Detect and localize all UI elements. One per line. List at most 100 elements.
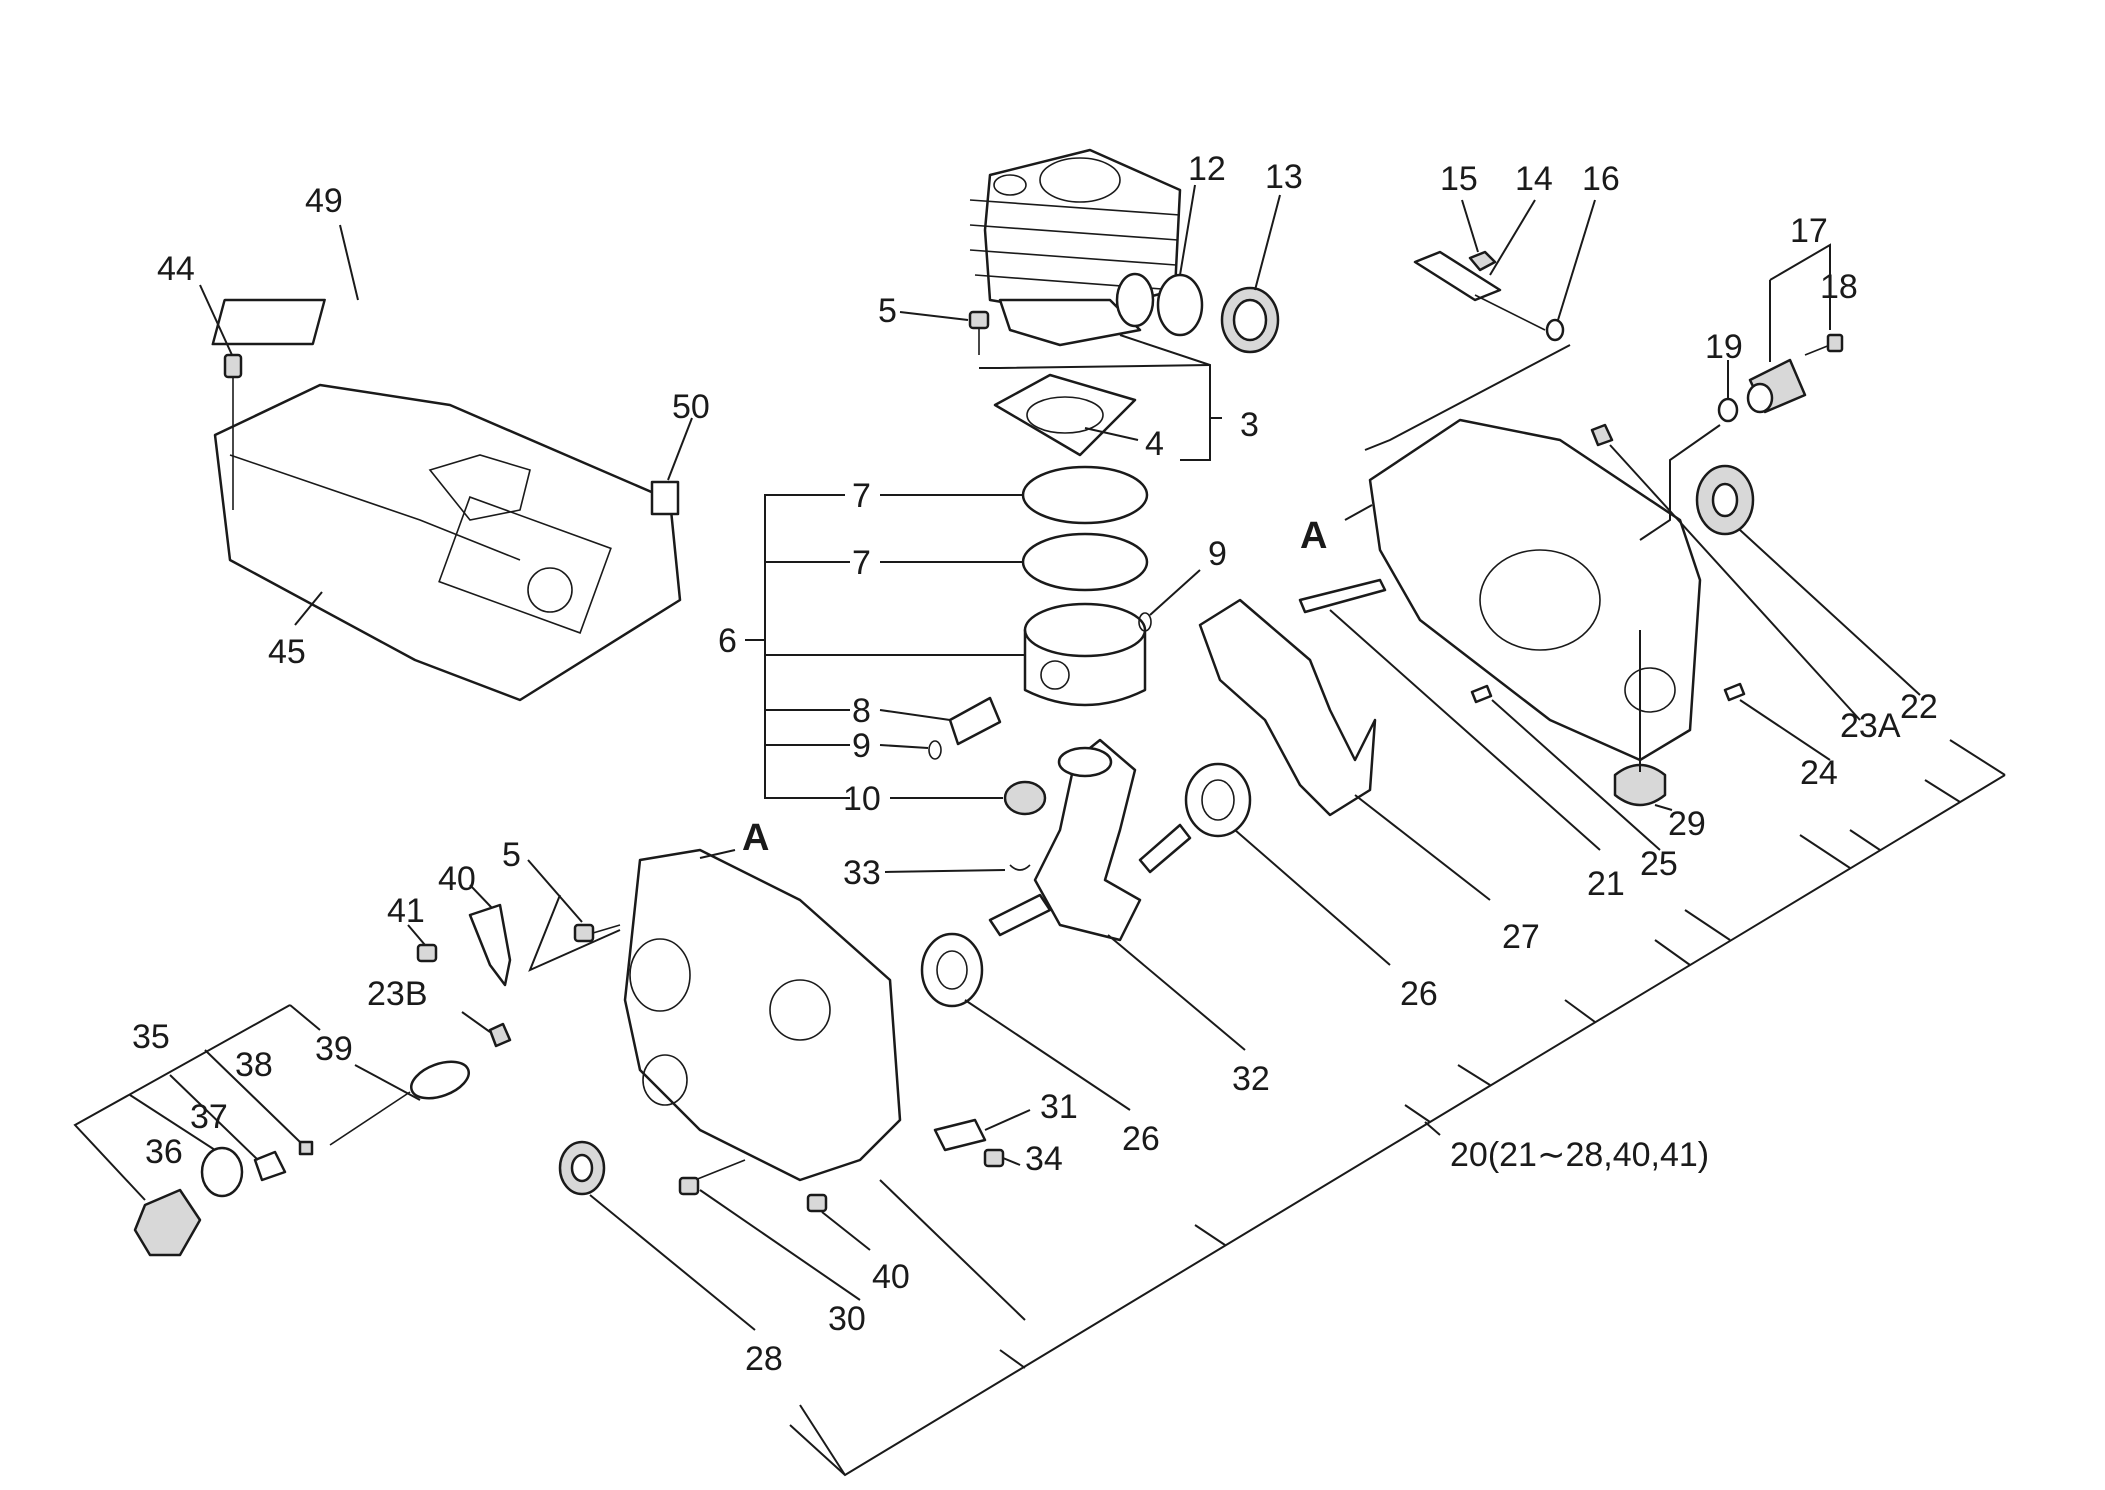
circlip-right-part: [1138, 612, 1152, 632]
label-15: 15: [1440, 160, 1478, 198]
label-36: 36: [145, 1133, 183, 1171]
label-50: 50: [672, 388, 710, 426]
mark-a-left: A: [742, 817, 769, 859]
chain-adjuster-part: [1413, 250, 1546, 331]
chain-catcher-part: [468, 903, 512, 987]
adjuster-pin-part: [1545, 318, 1565, 342]
oil-pickup-part: [329, 1060, 470, 1146]
o-ring-part: [200, 1146, 244, 1198]
label-4: 4: [1145, 425, 1164, 463]
long-bolt-part: [678, 1159, 746, 1196]
cylinder-gasket-part: [993, 373, 1137, 457]
adjuster-nut-part: [1468, 250, 1497, 272]
label-27: 27: [1502, 918, 1540, 956]
seal-28-part: [558, 1140, 606, 1196]
label-22: 22: [1900, 688, 1938, 726]
dowel-25-part: [1470, 684, 1493, 704]
main-bearing-left-part: [920, 932, 984, 1008]
label-41: 41: [387, 892, 425, 930]
label-26-right: 26: [1400, 975, 1438, 1013]
crankcase-bolt-part: [1298, 578, 1387, 614]
cylinder-bolt-part: [968, 310, 990, 355]
plug-23a-part: [1590, 423, 1614, 447]
label-39: 39: [315, 1030, 353, 1068]
washer-part: [1717, 397, 1739, 423]
bolt-40-lower-part: [806, 1193, 828, 1213]
label-37: 37: [190, 1098, 228, 1136]
bolt-34-part: [983, 1148, 1005, 1168]
label-26-left: 26: [1122, 1120, 1160, 1158]
label-6: 6: [718, 622, 737, 660]
circlip-left-part: [928, 740, 942, 760]
label-8: 8: [852, 692, 871, 730]
crankcase-gasket-part: [1198, 598, 1377, 817]
label-12: 12: [1188, 150, 1226, 188]
label-33: 33: [843, 854, 881, 892]
label-29: 29: [1668, 805, 1706, 843]
clip-37-part: [253, 1150, 287, 1182]
label-32: 32: [1232, 1060, 1270, 1098]
oil-seal-part: [1695, 464, 1755, 536]
label-sticker-part: [211, 298, 326, 346]
label-3: 3: [1240, 406, 1259, 444]
label-20: 20(21∼28,40,41): [1450, 1136, 1709, 1174]
label-49: 49: [305, 182, 343, 220]
top-cover-part: [213, 383, 682, 702]
piston-ring-top-part: [1021, 465, 1149, 525]
buffer-part: [1746, 358, 1807, 414]
oil-cap-part: [133, 1188, 202, 1257]
label-18: 18: [1820, 268, 1858, 306]
piston-pin-part: [948, 696, 1002, 746]
label-13: 13: [1265, 158, 1303, 196]
cover-screw-part: [223, 353, 243, 510]
rubber-mount-part: [1613, 763, 1667, 807]
label-9-left: 9: [852, 727, 871, 765]
label-7-bottom: 7: [852, 544, 871, 582]
woodruff-key-part: [1009, 864, 1031, 871]
bracket-31-part: [933, 1118, 987, 1152]
label-7-top: 7: [852, 477, 871, 515]
label-16: 16: [1582, 160, 1620, 198]
piston-ring-bottom-part: [1021, 532, 1149, 592]
leader-lines: [73, 184, 2006, 1477]
strap-38-part: [298, 1140, 314, 1156]
label-25: 25: [1640, 845, 1678, 883]
small-label-part: [650, 480, 680, 516]
label-21: 21: [1587, 865, 1625, 903]
label-23b: 23B: [367, 975, 428, 1013]
needle-bearing-part: [1003, 780, 1047, 816]
label-14: 14: [1515, 160, 1553, 198]
label-23a: 23A: [1840, 707, 1901, 745]
label-40-lower: 40: [872, 1258, 910, 1296]
catcher-bolt-part: [416, 943, 438, 963]
cylinder-part: [969, 148, 1182, 347]
label-5-cylinder: 5: [878, 292, 897, 330]
mark-a-right: A: [1300, 515, 1327, 557]
intake-ring-part: [1156, 273, 1204, 337]
label-44: 44: [157, 250, 195, 288]
crankcase-left-bolt-part: [573, 923, 621, 943]
dowel-24-part: [1723, 682, 1746, 702]
label-9-right: 9: [1208, 535, 1227, 573]
crankcase-left-part: [623, 848, 902, 1182]
label-34: 34: [1025, 1140, 1063, 1178]
part-labels: 49 44 50 45 12 13 5 3 4 7 7 9 6 8 9 10 3…: [132, 150, 1938, 1378]
label-30: 30: [828, 1300, 866, 1338]
label-28: 28: [745, 1340, 783, 1378]
label-17: 17: [1790, 212, 1828, 250]
label-10: 10: [843, 780, 881, 818]
label-40-upper: 40: [438, 860, 476, 898]
plug-23b-part: [488, 1022, 512, 1048]
crankcase-right-part: [1368, 418, 1702, 762]
label-35: 35: [132, 1018, 170, 1056]
label-5-left: 5: [502, 836, 521, 874]
label-38: 38: [235, 1046, 273, 1084]
label-31: 31: [1040, 1088, 1078, 1126]
buffer-bolt-part: [1804, 333, 1844, 356]
crankshaft-part: [988, 738, 1192, 942]
piston-part: [1023, 602, 1147, 707]
label-19: 19: [1705, 328, 1743, 366]
intake-boot-part: [1220, 286, 1280, 354]
label-45: 45: [268, 633, 306, 671]
